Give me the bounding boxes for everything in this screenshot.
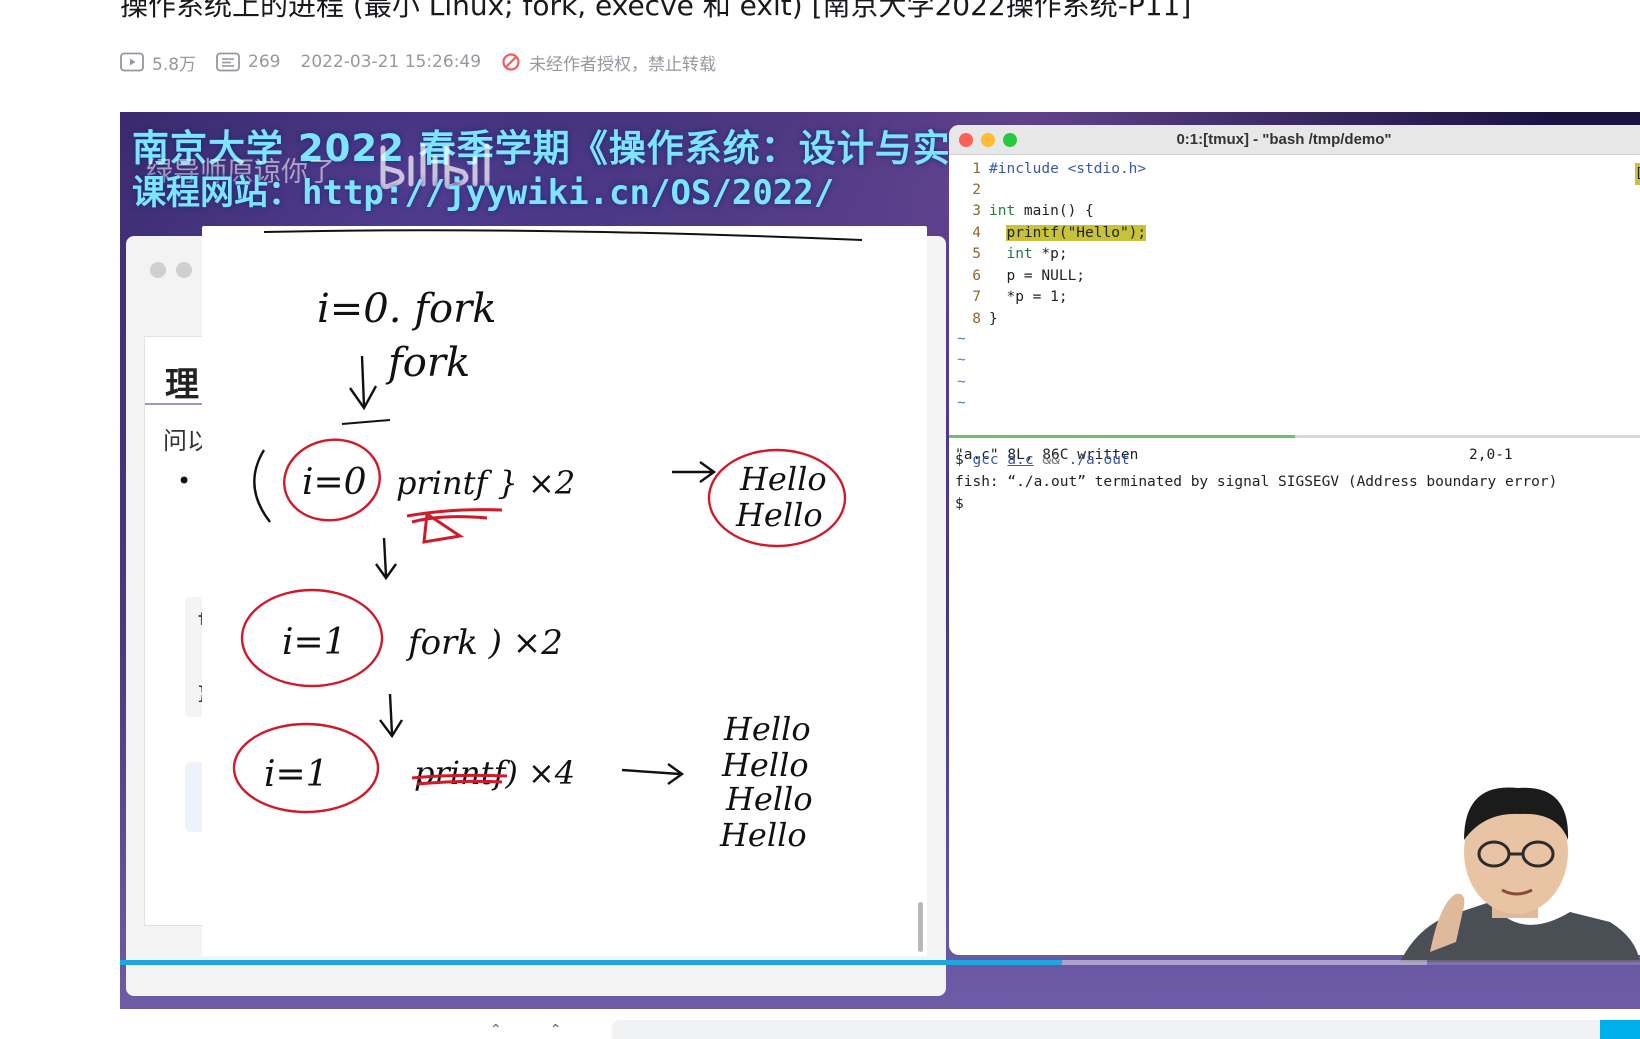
whiteboard-drawing: i=0. fork fork i=0 printf } ×2 Hello Hel… [232,229,863,854]
terminal-titlebar: 0:1:[tmux] - "bash /tmp/demo" [949,125,1640,155]
wb-row2-out-1: Hello [739,460,827,498]
wb-row2-mid: printf } ×2 [396,464,575,502]
code-line-highlighted: 4 printf("Hello"); [972,225,1147,241]
video-title: 操作系统上的进程 (最小 Linux; fork, execve 和 exit)… [120,0,1192,22]
wb-row3-mid: fork ) ×2 [405,623,563,663]
copyright-notice: 未经作者授权，禁止转载 [501,50,716,75]
play-count-icon [120,52,144,72]
view-count-text: 5.8万 [152,54,197,75]
wb-row2-out-2: Hello [735,496,823,534]
danmaku-overlay-text: 绿导师原谅你了 [146,157,335,188]
shell-error-line: fish: “./a.out” terminated by signal SIG… [955,474,1558,490]
slide-heading: 理 [165,365,199,405]
slide-bullet: • [177,467,192,495]
vim-empty-line: ~ [957,352,966,368]
player-bottom-bar: ⌃⌃ [0,1012,1640,1039]
wb-line-2: fork [385,340,470,386]
wb-row4-mid: printf) ×4 [414,754,575,792]
zoom-dot-icon[interactable] [1003,133,1017,147]
terminal-title: 0:1:[tmux] - "bash /tmp/demo" [1176,131,1392,148]
wb-row3-lhs: i=1 [282,622,347,663]
progress-played [120,960,1063,965]
tmux-side-tag: [0 [1635,163,1640,185]
whiteboard: i=0. fork fork i=0 printf } ×2 Hello Hel… [202,226,927,956]
code-line: 5 int *p; [972,246,1068,262]
wb-hello-3: Hello [725,780,813,818]
code-line: 6 p = NULL; [972,268,1086,284]
danmaku-count-text: 269 [248,52,281,72]
close-dot-icon[interactable] [959,133,973,147]
course-site: 课程网站：http://jyywiki.cn/OS/2022/ [132,173,835,213]
code-line: 1#include <stdio.h> [972,161,1147,177]
shell-prompt: $ [955,496,964,512]
code-line: 2 [972,182,981,198]
shell-command-line: $ gcc a.c && ./a.out [955,452,1130,468]
video-player[interactable]: 南京大学 2022 春季学期《操作系统：设计与实现》 绿导师原谅你了 课程网站：… [120,112,1640,1009]
presenter-webcam [1400,787,1640,962]
wb-hello-4: Hello [719,816,807,854]
wb-row4-lhs: i=1 [264,754,329,795]
publish-date-text: 2022-03-21 15:26:49 [300,52,482,72]
video-progress-bar[interactable] [120,960,1640,965]
vim-empty-line: ~ [957,395,966,411]
course-banner: 南京大学 2022 春季学期《操作系统：设计与实现》 [132,127,1027,170]
bilibili-logo-icon [380,143,490,190]
wb-hello-1: Hello [723,710,811,748]
terminal-window: 0:1:[tmux] - "bash /tmp/demo" [0 1#inclu… [949,125,1640,955]
video-meta: 5.8万 269 2022-03-21 15:26:49 未经作者授权，禁止转载 [120,50,736,75]
send-danmaku-button[interactable] [1600,1020,1640,1039]
vim-status-message: "a.c" 8L, 86C written [955,447,1139,463]
wb-hello-2: Hello [721,746,809,784]
view-count: 5.8万 [120,50,196,75]
no-repost-icon [502,53,520,71]
copyright-text: 未经作者授权，禁止转载 [529,54,717,75]
vim-status-line: "a.c" 8L, 86C written 2,0-1 [955,445,1640,465]
minimize-dot-icon[interactable] [981,133,995,147]
vim-cursor-position: 2,0-1 [1469,447,1513,463]
code-line: 7 *p = 1; [972,289,1068,305]
player-controls[interactable]: ⌃⌃ [490,1022,610,1038]
publish-date: 2022-03-21 15:26:49 [301,52,482,72]
wb-row2-lhs: i=0 [302,462,367,503]
danmaku-icon [216,52,240,72]
whiteboard-scrollbar[interactable] [918,902,923,952]
code-line: 8} [972,311,998,327]
danmaku-input[interactable] [612,1020,1602,1039]
vim-empty-line: ~ [957,331,966,347]
danmaku-count: 269 [216,52,281,72]
vim-empty-line: ~ [957,374,966,390]
tmux-pane-divider[interactable] [949,435,1640,438]
wb-line-1: i=0. fork [317,286,496,332]
